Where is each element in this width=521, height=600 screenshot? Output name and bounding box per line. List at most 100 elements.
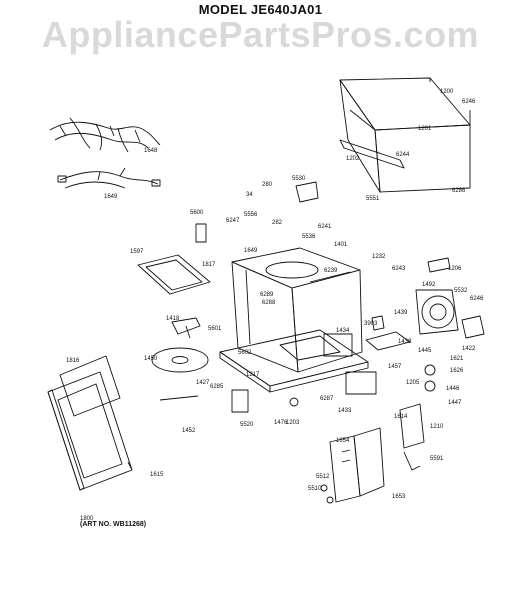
air-guide xyxy=(231,389,249,413)
high-voltage-capacitor xyxy=(345,371,377,395)
latch-board xyxy=(399,403,425,449)
part-label-1200: 1200 xyxy=(440,89,454,95)
roller-guide xyxy=(171,317,201,339)
part-label-1615: 1615 xyxy=(150,472,164,478)
part-label-1800: 1800 xyxy=(80,516,94,522)
part-label-1445: 1445 xyxy=(418,348,432,354)
magnetron-bracket xyxy=(295,181,319,203)
part-label-6287: 6287 xyxy=(320,396,334,402)
part-label-5551: 5551 xyxy=(366,196,380,202)
part-label-1202: 1202 xyxy=(346,156,360,162)
part-label-6239: 6239 xyxy=(324,268,338,274)
door-window-film xyxy=(59,355,121,417)
part-label-1438: 1438 xyxy=(398,339,412,345)
model-title: MODEL JE640JA01 xyxy=(198,2,323,17)
part-label-1450: 1450 xyxy=(144,356,158,362)
part-label-1492: 1492 xyxy=(422,282,436,288)
part-label-6288: 6288 xyxy=(262,300,276,306)
oven-rack xyxy=(137,254,211,295)
part-label-1447: 1447 xyxy=(448,400,462,406)
control-panel xyxy=(329,427,385,503)
part-label-1452: 1452 xyxy=(182,428,196,434)
part-label-1457: 1457 xyxy=(388,364,402,370)
part-label-282: 282 xyxy=(272,220,283,226)
part-label-5601: 5601 xyxy=(208,326,222,332)
part-label-6286: 6286 xyxy=(452,188,466,194)
wire-harness-upper xyxy=(49,117,161,153)
part-label-1201: 1201 xyxy=(418,126,432,132)
thermistor xyxy=(427,257,451,273)
watermark-text: AppliancePartsPros.com xyxy=(41,14,480,55)
part-label-1653: 1653 xyxy=(392,494,406,500)
screw-5510 xyxy=(326,496,334,504)
art-number: (ART NO. WB11268) xyxy=(80,521,147,528)
fan-motor xyxy=(415,289,459,335)
part-label-5530: 5530 xyxy=(292,176,306,182)
part-label-34: 34 xyxy=(246,192,253,198)
part-label-5512: 5512 xyxy=(316,474,330,480)
fan-blade xyxy=(461,315,485,339)
part-label-1817: 1817 xyxy=(202,262,216,268)
part-label-1816: 1816 xyxy=(66,358,80,364)
part-label-1476: 1476 xyxy=(274,420,288,426)
part-label-6246: 6246 xyxy=(470,296,484,302)
part-label-1446: 1446 xyxy=(446,386,460,392)
part-label-1433: 1433 xyxy=(338,408,352,414)
base-plate xyxy=(219,329,369,393)
part-label-1434: 1434 xyxy=(336,328,350,334)
turntable-tray xyxy=(151,347,209,373)
part-number-labels: 1200 6246 1201 6244 1202 5551 6286 1648 1649 280 3… xyxy=(66,89,484,522)
part-label-1626: 1626 xyxy=(450,368,464,374)
part-label-1597: 1597 xyxy=(130,249,144,255)
thermal-switch xyxy=(371,315,385,331)
part-label-1427: 1427 xyxy=(196,380,210,386)
turntable-hub xyxy=(171,356,189,364)
part-label-1614: 1614 xyxy=(394,414,408,420)
part-label-6243: 6243 xyxy=(392,266,406,272)
part-label-1418: 1418 xyxy=(166,316,180,322)
part-label-6244: 6244 xyxy=(396,152,410,158)
part-label-1206: 1206 xyxy=(448,266,462,272)
part-label-5602: 5602 xyxy=(238,350,252,356)
part-label-1205: 1205 xyxy=(406,380,420,386)
part-label-1649: 1649 xyxy=(244,248,258,254)
part-label-5536: 5536 xyxy=(302,234,316,240)
outer-case xyxy=(339,77,471,193)
fuse-holder xyxy=(195,223,207,243)
part-label-5600: 5600 xyxy=(190,210,204,216)
part-label-1401: 1401 xyxy=(334,242,348,248)
part-label-1648: 1648 xyxy=(144,148,158,154)
part-label-1203: 1203 xyxy=(286,420,300,426)
part-label-3903: 3903 xyxy=(364,321,378,327)
stirrer-cover xyxy=(365,331,411,351)
part-label-1649: 1649 xyxy=(104,194,118,200)
part-label-1654: 1654 xyxy=(336,438,350,444)
part-label-1232: 1232 xyxy=(372,254,386,260)
interlock-switch xyxy=(403,451,421,471)
part-label-5510: 5510 xyxy=(308,486,322,492)
transformer xyxy=(323,333,353,357)
top-duct xyxy=(339,139,405,169)
turntable-motor xyxy=(289,397,299,407)
fuse xyxy=(424,380,436,392)
part-label-5556: 5556 xyxy=(244,212,258,218)
part-label-6285: 6285 xyxy=(210,384,224,390)
part-label-6246: 6246 xyxy=(462,99,476,105)
part-label-1217: 1217 xyxy=(246,372,260,378)
part-label-1439: 1439 xyxy=(394,310,408,316)
part-label-5532: 5532 xyxy=(454,288,468,294)
part-label-1210: 1210 xyxy=(430,424,444,430)
part-label-1422: 1422 xyxy=(462,346,476,352)
wire-harness-lower xyxy=(57,167,161,189)
screw-5512 xyxy=(320,484,328,492)
part-label-280: 280 xyxy=(262,182,273,188)
probe-cord xyxy=(159,395,199,401)
part-label-6289: 6289 xyxy=(260,292,274,298)
part-label-6241: 6241 xyxy=(318,224,332,230)
part-label-5520: 5520 xyxy=(240,422,254,428)
part-label-6247: 6247 xyxy=(226,218,240,224)
diode xyxy=(424,364,436,376)
part-label-5591: 5591 xyxy=(430,456,444,462)
